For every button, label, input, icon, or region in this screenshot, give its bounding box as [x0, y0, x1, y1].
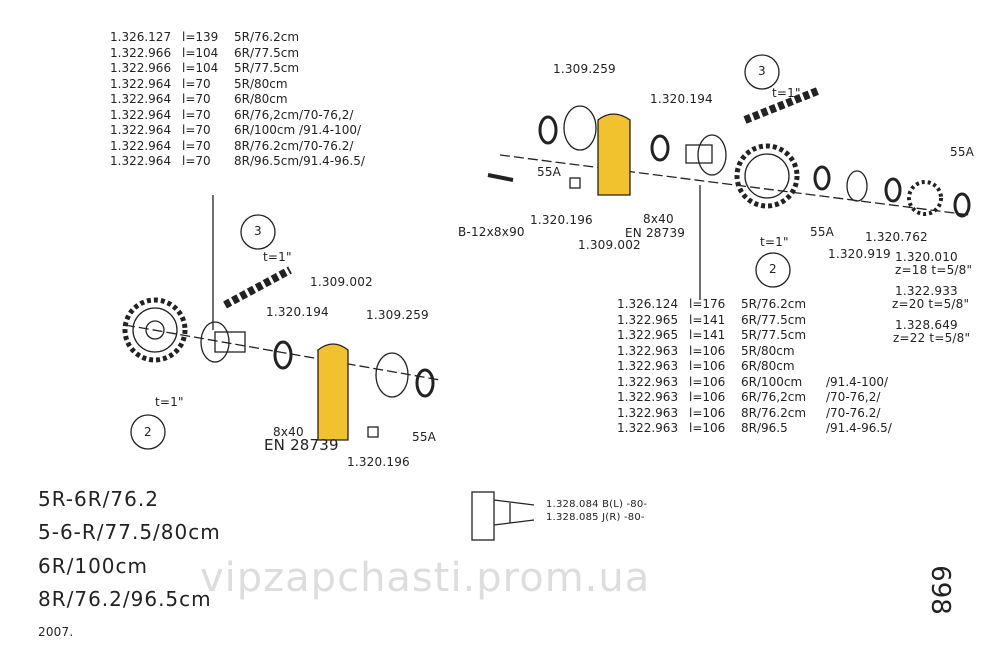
bracket-highlighted [317, 343, 349, 441]
watermark: vipzapchasti.prom.ua [200, 555, 651, 601]
sprocket [122, 297, 188, 363]
sprocket [734, 143, 800, 209]
variant-line: 6R/100cm [38, 554, 149, 578]
part-label: 1.309.002 [578, 238, 641, 252]
part-label: 55A [537, 165, 562, 179]
part-label: z=18 t=5/8" [895, 263, 973, 277]
bracket-label-left: 1.328.084 B(L) -80- [546, 499, 648, 510]
part-label: 1.320.194 [650, 92, 713, 106]
part-label: 1.309.259 [553, 62, 616, 76]
part-label: EN 28739 [625, 226, 686, 240]
part-label: t=1" [772, 86, 801, 100]
page-number: 698 [924, 565, 955, 615]
callout-circle [130, 414, 166, 450]
part-label: 1.320.919 [828, 247, 891, 261]
part-label: 1.320.762 [865, 230, 928, 244]
ring [273, 340, 293, 370]
part-label: 55A [412, 430, 437, 444]
variant-line: 8R/76.2/96.5cm [38, 587, 212, 611]
chain [223, 266, 292, 309]
part-label: 1.320.196 [530, 213, 593, 227]
part-label: 1.309.002 [310, 275, 373, 289]
part-label: 1.322.933 [895, 284, 958, 298]
part-label: B-12x8x90 [458, 225, 525, 239]
part-label: t=1" [263, 250, 292, 264]
callout-number: 3 [254, 224, 262, 238]
part-label: 8x40 [273, 425, 304, 439]
part-label: 1.320.196 [347, 455, 410, 469]
part-label: t=1" [155, 395, 184, 409]
part-label: 8x40 [643, 212, 674, 226]
part-label: 1.320.194 [266, 305, 329, 319]
part-label: EN 28739 [264, 436, 339, 454]
part-label: 55A [950, 145, 975, 159]
variant-line: 5R-6R/76.2 [38, 487, 159, 511]
callout-number: 2 [769, 262, 777, 276]
variant-line: 5-6-R/77.5/80cm [38, 520, 221, 544]
part-label: 1.320.010 [895, 250, 958, 264]
part-label: t=1" [760, 235, 789, 249]
part-label: 1.328.649 [895, 318, 958, 332]
callout-circle [240, 214, 276, 250]
bearing [375, 352, 409, 398]
callout-number: 2 [144, 425, 152, 439]
part-label: 1.309.259 [366, 308, 429, 322]
callout-number: 3 [758, 64, 766, 78]
part-label: 55A [810, 225, 835, 239]
part-label: z=22 t=5/8" [893, 331, 971, 345]
bracket-highlighted [597, 113, 631, 196]
hub [200, 321, 230, 363]
part-label: z=20 t=5/8" [892, 297, 970, 311]
bracket-label-right: 1.328.085 J(R) -80- [546, 512, 645, 523]
year: 2007. [38, 625, 74, 639]
